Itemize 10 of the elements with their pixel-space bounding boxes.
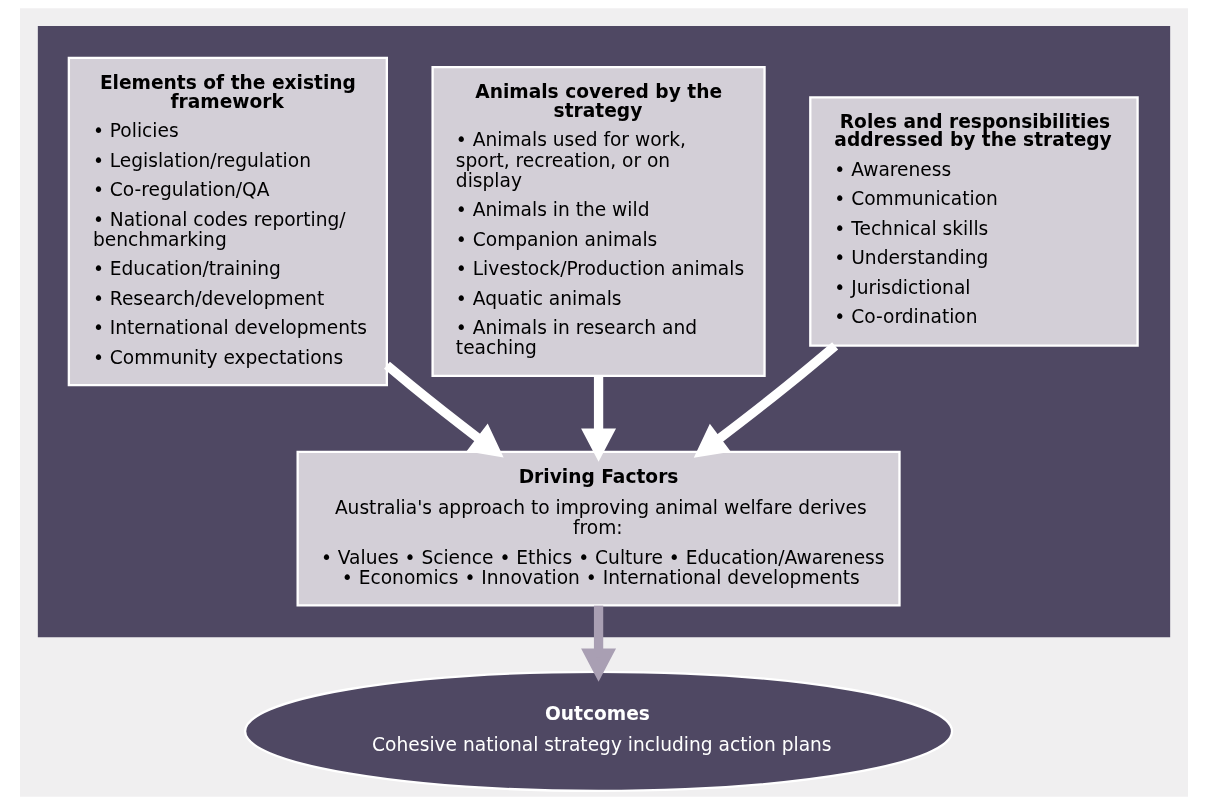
node-box: Animals covered by the strategy • Animals used for work, sport, recreation, or on display • Animals in the wild • Companion animals • Livestock/Production animals • Aquatic animals • Animals in research and teaching (431, 66, 766, 377)
node-ellipse: Outcomes Cohesive national strategy including action plans (243, 670, 954, 793)
arrow (581, 605, 617, 682)
node-box: Elements of the existing framework • Policies • Legislation/regulation • Co-regulation/QA • National codes reporting/ benchmarking • Education/training • Research/development • International developments • Community expectations (67, 56, 388, 387)
arrow (383, 361, 504, 458)
node-box: Roles and responsibilities addressed by the strategy • Awareness • Communication • Technical skills • Understanding • Jurisdictional • Co-ordination (809, 96, 1139, 347)
arrow (581, 375, 617, 462)
arrow (693, 342, 839, 458)
cluster (37, 26, 1171, 638)
node-box: Driving Factors Australia's approach to improving animal welfare derives from: • Values • Science • Ethics • Culture • Education/Awareness • Economics • Innovation • International developments (296, 450, 901, 607)
